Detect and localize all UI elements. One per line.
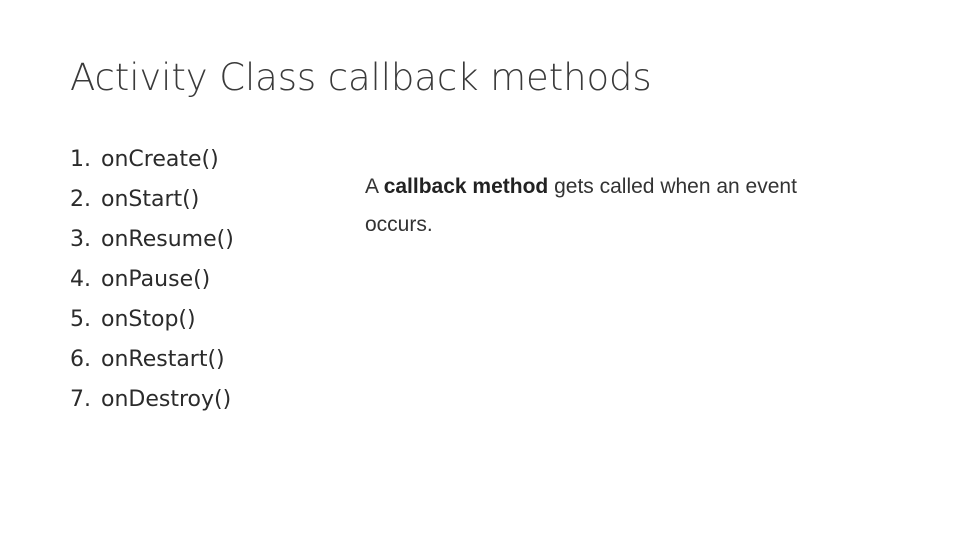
list-item: 4. onPause() <box>70 265 350 305</box>
definition-lead: A <box>365 175 384 198</box>
list-item: 7. onDestroy() <box>70 385 350 425</box>
definition-tail: gets called when an event occurs. <box>365 175 797 236</box>
list-item-number: 4. <box>70 267 91 292</box>
page-title: Activity Class callback methods <box>70 56 652 99</box>
list-item-number: 1. <box>70 147 91 172</box>
list-item-label: onRestart() <box>101 347 225 372</box>
list-item: 1. onCreate() <box>70 145 350 185</box>
list-item-number: 5. <box>70 307 91 332</box>
list-item-number: 2. <box>70 187 91 212</box>
list-item-label: onDestroy() <box>101 387 232 412</box>
list-item-number: 3. <box>70 227 91 252</box>
list-item-label: onPause() <box>101 267 211 292</box>
list-item: 2. onStart() <box>70 185 350 225</box>
list-item-number: 7. <box>70 387 91 412</box>
list-item: 6. onRestart() <box>70 345 350 385</box>
list-item-label: onCreate() <box>101 147 219 172</box>
callback-method-list: 1. onCreate() 2. onStart() 3. onResume()… <box>70 145 350 425</box>
list-item-number: 6. <box>70 347 91 372</box>
definition-term: callback method <box>383 175 549 198</box>
list-item-label: onStart() <box>101 187 200 212</box>
definition-text: A callback method gets called when an ev… <box>365 168 865 244</box>
list-item: 3. onResume() <box>70 225 350 265</box>
list-item: 5. onStop() <box>70 305 350 345</box>
list-item-label: onStop() <box>101 307 196 332</box>
list-item-label: onResume() <box>101 227 234 252</box>
